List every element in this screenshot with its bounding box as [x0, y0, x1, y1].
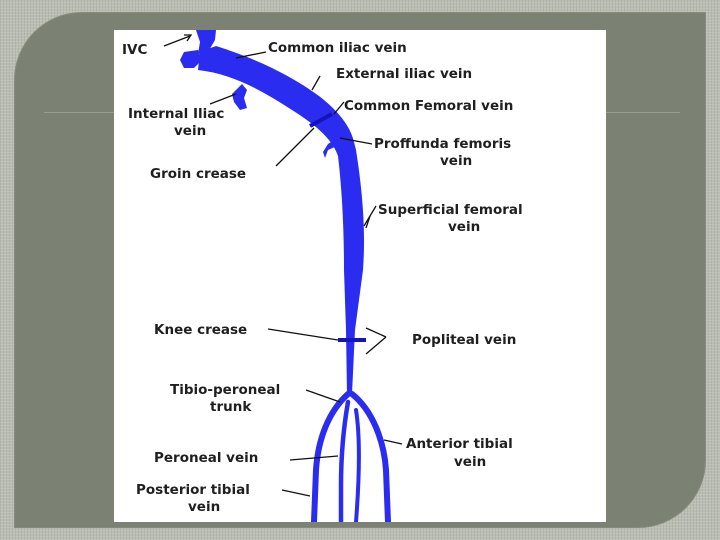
label-knee-crease: Knee crease — [154, 322, 247, 338]
ivc-pointer — [163, 35, 191, 47]
label-posterior-tibial-1: Posterior tibial — [136, 482, 250, 498]
ivc-branch-stub — [180, 50, 202, 68]
label-popliteal: Popliteal vein — [412, 332, 516, 348]
popliteal-pointer-lower — [365, 336, 387, 355]
groin-crease-marker — [309, 112, 333, 128]
label-ivc: IVC — [122, 42, 147, 58]
vein-diagram: IVC Common iliac vein External iliac vei… — [114, 30, 606, 522]
peroneal-vein — [338, 399, 351, 522]
vein-diagram-svg: IVC Common iliac vein External iliac vei… — [122, 30, 523, 522]
tibio-peroneal-pointer — [305, 389, 341, 403]
label-peroneal: Peroneal vein — [154, 450, 258, 466]
ivc-vein — [196, 30, 216, 54]
label-anterior-tibial-1: Anterior tibial — [406, 436, 513, 452]
popliteal-pointer-upper — [365, 327, 387, 338]
label-posterior-tibial-2: vein — [188, 499, 220, 515]
label-profunda-2: vein — [440, 153, 472, 169]
label-superficial-femoral-2: vein — [448, 219, 480, 235]
profunda-pointer — [339, 137, 373, 145]
label-external-iliac: External iliac vein — [336, 66, 472, 82]
superficial-femoral-pointer-2 — [363, 215, 371, 227]
label-tibio-peroneal-1: Tibio-peroneal — [170, 382, 280, 398]
anterior-tibial-vein — [349, 391, 391, 522]
common-femoral-pointer — [333, 101, 345, 115]
pointer-lines — [163, 34, 403, 497]
groin-crease-pointer — [275, 127, 315, 167]
external-iliac-pointer — [311, 75, 321, 91]
superficial-femoral-pointer — [365, 205, 377, 229]
internal-iliac-vein — [232, 84, 247, 110]
anterior-tibial-pointer — [383, 439, 403, 445]
peroneal-pointer — [289, 455, 339, 461]
knee-crease-pointer — [267, 328, 339, 341]
label-anterior-tibial-2: vein — [454, 454, 486, 470]
label-groin-crease: Groin crease — [150, 166, 246, 182]
labels: IVC Common iliac vein External iliac vei… — [122, 40, 523, 515]
label-superficial-femoral-1: Superficial femoral — [378, 202, 523, 218]
posterior-tibial-vein — [311, 391, 351, 522]
peroneal-vein-branch — [354, 408, 361, 522]
label-internal-iliac-2: vein — [174, 123, 206, 139]
common-iliac-pointer — [235, 51, 267, 59]
main-vein-trunk — [198, 46, 365, 394]
label-common-iliac: Common iliac vein — [268, 40, 407, 56]
label-profunda-1: Proffunda femoris — [374, 136, 511, 152]
label-tibio-peroneal-2: trunk — [210, 399, 252, 415]
profunda-femoris-vein — [323, 136, 346, 158]
ivc-pointer-head — [184, 34, 193, 42]
internal-iliac-pointer — [209, 93, 237, 105]
posterior-tibial-pointer — [281, 489, 311, 497]
vein-drawing — [180, 30, 391, 522]
label-internal-iliac-1: Internal Iliac — [128, 106, 224, 122]
label-common-femoral: Common Femoral vein — [344, 98, 513, 114]
